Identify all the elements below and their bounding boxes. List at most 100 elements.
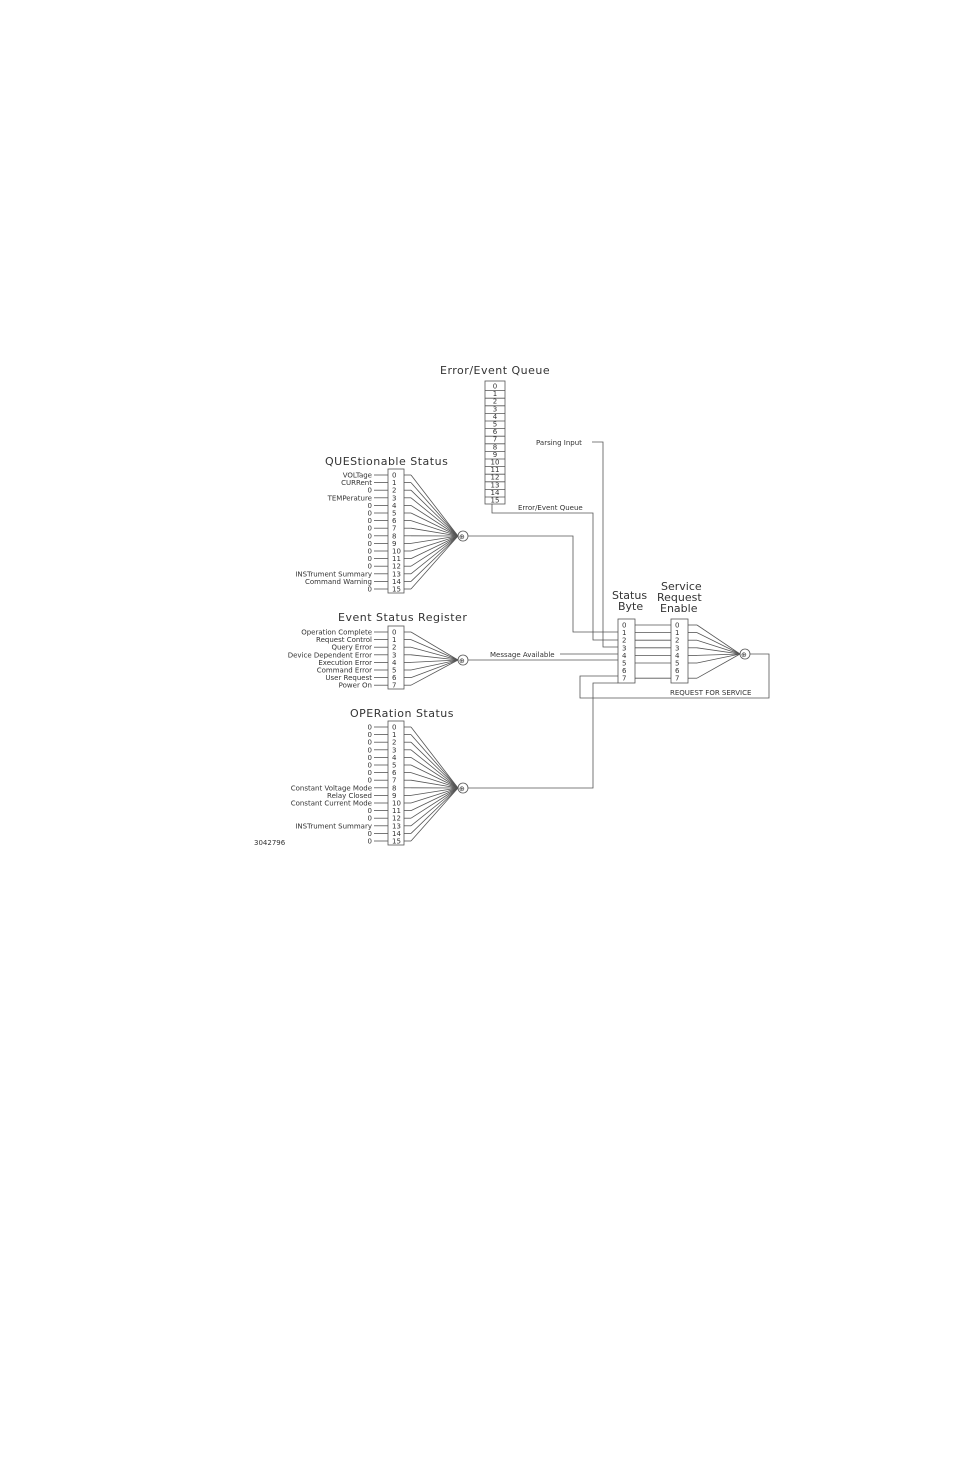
operation-bit-number: 7 [392,777,396,785]
event_status-bit-number: 2 [392,644,396,652]
questionable-fan-line [410,505,459,537]
event_status-fan-line [410,659,459,678]
operation-fan-line [410,787,459,819]
operation-fan-line [410,787,459,827]
error-queue-box [484,380,506,505]
error-queue-title: Error/Event Queue [440,364,550,377]
event_status-input-label: Execution Error [318,659,372,667]
request-for-service-loop [579,653,770,699]
questionable-bit-number: 0 [392,472,396,480]
questionable-bit-number: 11 [392,555,401,563]
status-byte-title-1: Status [612,589,647,602]
sre-fan-line [696,632,741,655]
questionable-bit-number: 5 [392,510,396,518]
event_status-fan-line [410,646,459,661]
error-queue-bit: 13 [491,481,500,489]
operation-input-label: 0 [368,724,372,732]
operation-register-box [387,720,405,846]
operation-bit-number: 8 [392,784,396,792]
error-queue-bit: 12 [491,474,500,482]
questionable-fan-line [410,520,459,537]
error-queue-bit: 1 [493,390,497,398]
questionable-bit-number: 8 [392,532,396,540]
error-queue-bit: 2 [493,398,497,406]
questionable-bit-number: 7 [392,525,396,533]
sre-fan-line [696,639,741,655]
request-for-service-label: REQUEST FOR SERVICE [670,689,751,697]
operation-input-label: 0 [368,762,372,770]
questionable-input-label: 0 [368,563,372,571]
event_status-fan-line [410,659,459,663]
questionable-fan-line [410,535,459,567]
questionable-fan-line [410,535,459,544]
operation-fan-line [410,749,459,789]
questionable-input-label: 0 [368,586,372,594]
event_status-input-label: Query Error [331,644,372,652]
service_request-bit-number: 5 [675,660,679,668]
operation-input-label: INSTrument Summary [295,822,372,830]
questionable-fan-line [410,535,459,590]
message-available-label: Message Available [490,651,555,659]
operation-bit-number: 9 [392,792,396,800]
error-queue-bit: 5 [493,421,497,429]
questionable-input-label: 0 [368,548,372,556]
event_status-input-label: Power On [339,682,372,690]
operation-title: OPERation Status [350,707,454,720]
error-queue-bit: 8 [493,443,497,451]
event_status-bit-number: 3 [392,651,396,659]
error-queue-bit: 6 [493,428,498,436]
operation-input-label: 0 [368,754,372,762]
status-byte-title-2: Byte [618,600,643,613]
operation-input-label: 0 [368,807,372,815]
questionable-bit-number: 13 [392,570,401,578]
operation-fan-line [410,787,459,811]
event_status-bit-number: 0 [392,629,396,637]
questionable-fan-line [410,535,459,575]
questionable-fan-line [410,482,459,537]
error-queue-bit: 7 [493,436,497,444]
operation-fan-line [410,764,459,789]
status_byte-bit-number: 7 [622,675,626,683]
event_status-input-label: User Request [325,674,372,682]
event_status-input-label: Command Error [317,667,372,675]
error-queue-line [491,504,618,641]
operation-input-label: 0 [368,838,372,846]
questionable-input-label: CURRent [341,479,372,487]
status_byte-bit-number: 1 [622,629,626,637]
error-queue-bit: 3 [493,405,497,413]
sre-fan-line [696,653,741,679]
questionable-bit-number: 6 [392,517,397,525]
questionable-bit-number: 2 [392,487,396,495]
event_status-input-label: Request Control [316,636,372,644]
event_status-bit-number: 5 [392,667,396,675]
questionable-title: QUEStionable Status [325,455,448,468]
error-queue-bit: 10 [491,459,500,467]
error-queue-bit: 4 [493,413,498,421]
service_request-bit-number: 3 [675,644,679,652]
operation-input-label: 0 [368,746,372,754]
event_status-bit-number: 7 [392,682,396,690]
questionable-register-box [387,468,405,594]
status_byte-bit-number: 3 [622,644,626,652]
error-queue-bit: 15 [491,497,500,505]
operation-bit-number: 6 [392,769,397,777]
status_byte-bit-number: 5 [622,660,626,668]
questionable-fan-line [410,489,459,537]
sre-fan-lines [688,624,741,679]
questionable-bit-number: 3 [392,494,396,502]
sre-fan-line [696,653,741,656]
operation-or-symbol: ⊕ [459,785,465,793]
questionable-input-label: Command Warning [305,578,372,586]
operation-bit-number: 10 [392,800,401,808]
questionable-input-label: 0 [368,532,372,540]
operation-fan-line [410,779,459,789]
operation-input-label: Relay Closed [327,792,372,800]
operation-bit-number: 0 [392,724,396,732]
operation-input-label: 0 [368,769,372,777]
questionable-input-label: VOLTage [343,472,372,480]
operation-input-label: 0 [368,815,372,823]
